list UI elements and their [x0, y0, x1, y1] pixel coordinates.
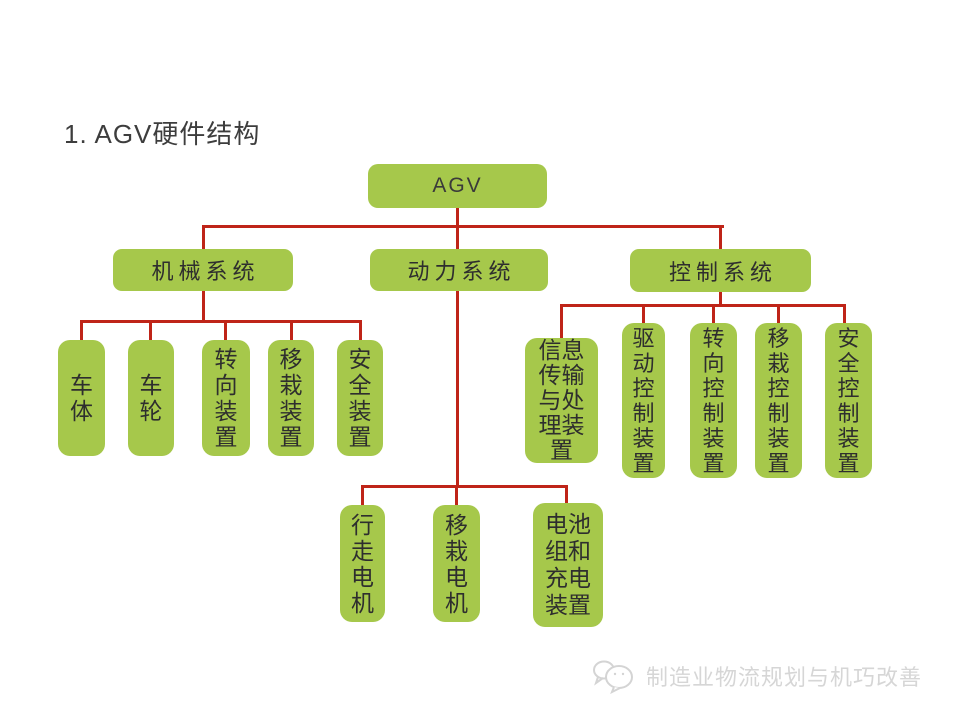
connector-power-stem: [456, 291, 459, 487]
connector-level1-hbar: [202, 225, 724, 228]
leaf-steering-control-device: 转向控制装置: [690, 323, 737, 478]
node-label: AGV: [432, 174, 483, 197]
leaf-transfer-control-device: 移栽控制装置: [755, 323, 802, 478]
connector-drop-transfer-control: [777, 304, 780, 325]
connector-drop-travel-motor: [361, 485, 364, 507]
node-control-system: 控制系统: [630, 249, 811, 292]
connector-drop-wheels: [149, 320, 152, 342]
node-label: 移栽电机: [445, 511, 468, 616]
node-label: 信息传输与处理装置: [538, 337, 585, 463]
connector-mechanical-hbar: [80, 320, 362, 323]
node-label: 驱动控制装置: [632, 325, 655, 476]
connector-power-hbar: [361, 485, 567, 488]
connector-drop-drive-control: [642, 304, 645, 325]
node-label: 转向控制装置: [702, 325, 725, 476]
connector-drop-safety-control: [843, 304, 846, 325]
leaf-info-transmission-processing-device: 信息传输与处理装置: [525, 338, 598, 463]
leaf-battery-charging-device: 电池组和充电装置: [533, 503, 603, 627]
leaf-steering-device: 转向装置: [202, 340, 250, 456]
node-label: 安全控制装置: [837, 325, 860, 476]
leaf-safety-device: 安全装置: [337, 340, 383, 456]
connector-drop-power: [456, 225, 459, 251]
connector-drop-transfer-motor: [455, 485, 458, 507]
node-label: 移栽装置: [279, 346, 303, 450]
connector-drop-mechanical: [202, 225, 205, 251]
node-agv: AGV: [368, 164, 547, 208]
node-label: 车体: [70, 372, 93, 424]
leaf-safety-control-device: 安全控制装置: [825, 323, 872, 478]
leaf-travel-motor: 行走电机: [340, 505, 385, 622]
connector-drop-info-device: [560, 304, 563, 340]
leaf-wheels: 车轮: [128, 340, 174, 456]
connector-root-drop: [456, 207, 459, 228]
connector-drop-battery-device: [565, 485, 568, 505]
node-label: 行走电机: [351, 511, 374, 616]
watermark: 制造业物流规划与机巧改善: [592, 658, 922, 694]
node-label: 电池组和充电装置: [545, 511, 591, 618]
connector-control-stem: [719, 292, 722, 306]
connector-drop-control: [719, 225, 722, 251]
connector-mechanical-stem: [202, 291, 205, 322]
node-label: 动力系统: [407, 259, 516, 284]
connector-drop-steering-control: [712, 304, 715, 325]
connector-drop-steering-device: [224, 320, 227, 342]
node-label: 转向装置: [214, 346, 238, 450]
node-power-system: 动力系统: [370, 249, 548, 291]
node-label: 车轮: [139, 372, 163, 424]
watermark-text: 制造业物流规划与机巧改善: [646, 665, 923, 690]
node-label: 控制系统: [668, 259, 777, 285]
connector-drop-safety-device: [359, 320, 362, 342]
leaf-transfer-motor: 移栽电机: [433, 505, 480, 622]
connector-control-hbar: [560, 304, 846, 307]
connector-drop-transfer-device: [290, 320, 293, 342]
node-mechanical-system: 机械系统: [113, 249, 293, 291]
leaf-vehicle-body: 车体: [58, 340, 105, 456]
node-label: 安全装置: [348, 346, 372, 450]
leaf-drive-control-device: 驱动控制装置: [622, 323, 665, 478]
chat-bubbles-icon: [592, 658, 638, 694]
page-title: 1. AGV硬件结构: [64, 119, 261, 149]
connector-drop-vehicle-body: [80, 320, 83, 342]
leaf-transfer-device: 移栽装置: [268, 340, 314, 456]
node-label: 移栽控制装置: [767, 325, 790, 476]
node-label: 机械系统: [151, 259, 260, 284]
